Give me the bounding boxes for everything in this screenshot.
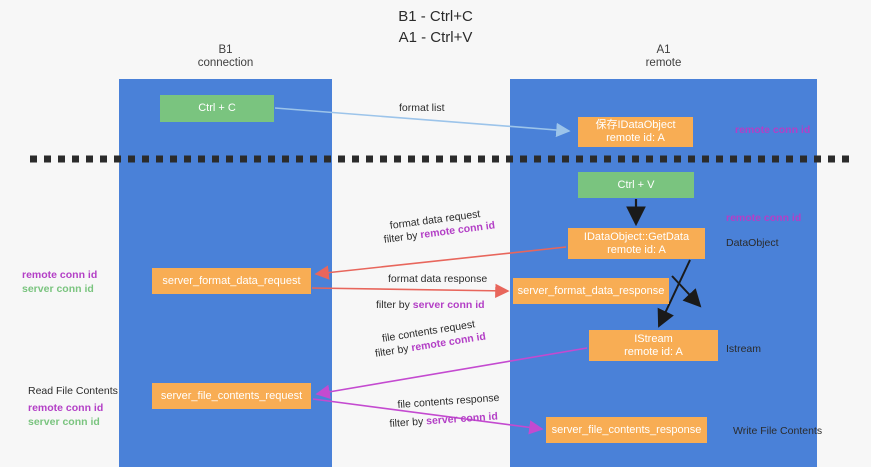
annotation-remote-conn-id: remote conn id (22, 269, 98, 281)
annotation-remote-conn-id-mid: remote conn id (726, 212, 802, 224)
swimlane-a1-name: A1 (656, 44, 671, 56)
box-ctrl-c[interactable]: Ctrl + C (160, 95, 274, 122)
box-ctrl-v-label: Ctrl + V (617, 178, 655, 191)
filter-prefix: filter by (376, 299, 413, 311)
annotation-server-conn-id: server conn id (28, 416, 100, 428)
edge-label-format-list: format list (399, 102, 445, 114)
box-server-file-contents-response-label: server_file_contents_response (551, 423, 702, 436)
swimlane-b1-sub: connection (197, 57, 254, 69)
annotation-conn-ids-top: remote conn id server conn id (22, 268, 97, 296)
edge-label-format-data-response-filter: filter by server conn id (376, 298, 485, 312)
box-idataobject-getdata[interactable]: IDataObject::GetData remote id: A (568, 228, 705, 259)
filter-key-server-conn-id: server conn id (412, 299, 485, 311)
edge-label-format-data-response: format data response (388, 273, 488, 285)
annotation-remote-conn-id-top: remote conn id (735, 124, 811, 136)
annotation-istream: Istream (726, 343, 762, 355)
swimlane-a1-header: A1 remote (510, 44, 817, 70)
box-ctrl-v[interactable]: Ctrl + V (578, 172, 694, 198)
box-server-format-data-response[interactable]: server_format_data_response (513, 278, 669, 304)
box-getdata-line2: remote id: A (607, 243, 666, 256)
box-server-format-data-request-label: server_format_data_request (162, 274, 301, 287)
annotation-dataobject: DataObject (726, 237, 779, 249)
box-istream-line1: IStream (634, 332, 673, 345)
title-line-1: B1 - Ctrl+C (398, 8, 473, 25)
filter-key-server-conn-id: server conn id (425, 410, 499, 428)
box-save-idataobject-line2: remote id: A (606, 132, 665, 144)
annotation-server-conn-id: server conn id (22, 283, 94, 295)
box-save-idataobject-line1: 保存IDataObject (595, 119, 676, 131)
box-getdata-line1: IDataObject::GetData (583, 230, 690, 243)
box-server-file-contents-request[interactable]: server_file_contents_request (152, 383, 311, 409)
connector-format-data-response (311, 283, 510, 299)
filter-prefix: filter by (383, 229, 422, 246)
edge-label-file-contents-response-filter: filter by server conn id (389, 409, 498, 431)
edge-label-file-contents-response: file contents response (397, 391, 500, 411)
page-title: B1 - Ctrl+C A1 - Ctrl+V (0, 6, 871, 48)
swimlane-b1-header: B1 connection (119, 44, 332, 70)
filter-prefix: filter by (389, 415, 427, 430)
box-save-idataobject[interactable]: 保存IDataObject remote id: A (578, 117, 693, 147)
box-server-file-contents-request-label: server_file_contents_request (160, 389, 303, 402)
annotation-conn-ids-bottom: remote conn id server conn id (28, 401, 103, 429)
annotation-remote-conn-id: remote conn id (28, 402, 104, 414)
annotation-read-file-contents: Read File Contents (28, 385, 118, 397)
swimlane-b1-name: B1 (218, 44, 233, 56)
box-server-format-data-response-label: server_format_data_response (517, 284, 665, 297)
filter-prefix: filter by (374, 342, 413, 360)
box-server-format-data-request[interactable]: server_format_data_request (152, 268, 311, 294)
box-server-file-contents-response[interactable]: server_file_contents_response (546, 417, 707, 443)
annotation-write-file-contents: Write File Contents (733, 425, 823, 437)
box-istream-line2: remote id: A (624, 345, 683, 358)
box-istream[interactable]: IStream remote id: A (589, 330, 718, 361)
swimlane-a1-sub: remote (645, 57, 682, 69)
title-line-2: A1 - Ctrl+V (398, 29, 473, 46)
box-ctrl-c-label: Ctrl + C (198, 102, 236, 114)
